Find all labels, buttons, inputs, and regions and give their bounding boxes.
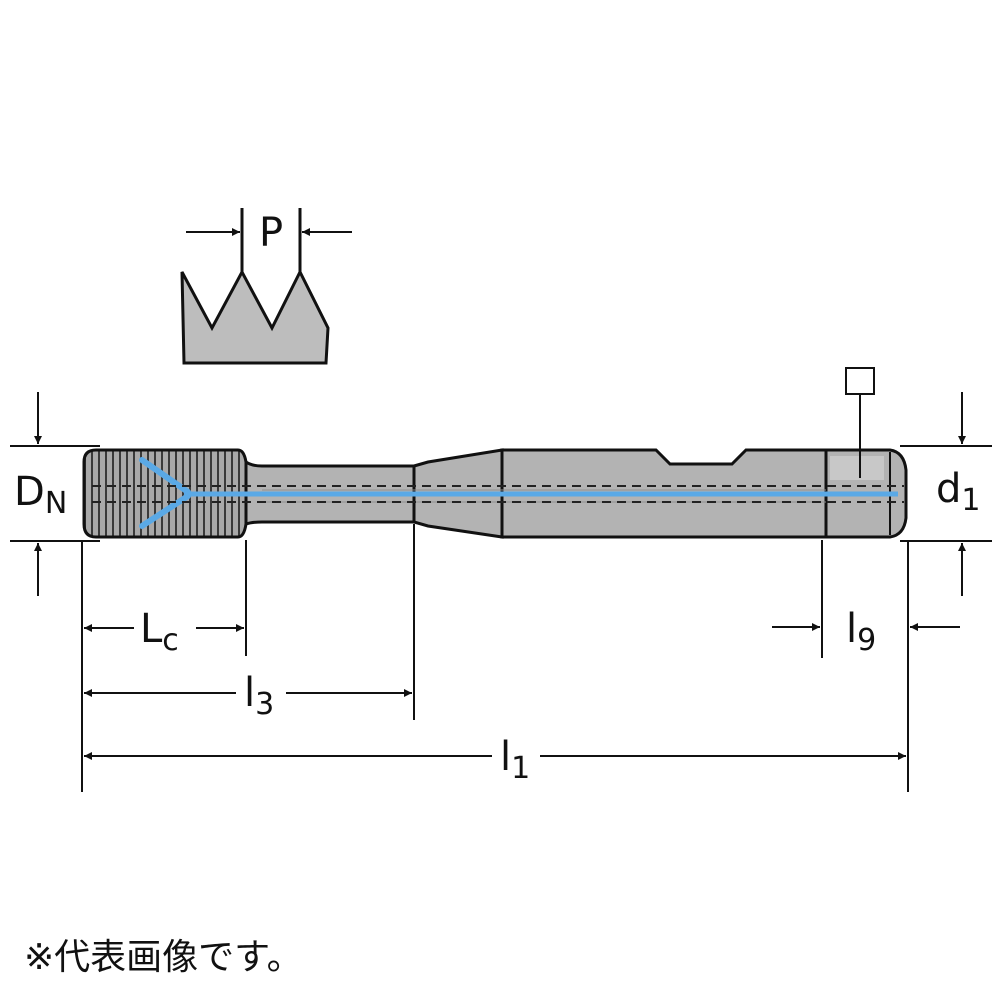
shank-diameter-dimension: d1 — [900, 392, 992, 596]
nominal-diameter-dimension: DN — [10, 392, 100, 596]
l9-label-main: l — [846, 606, 857, 652]
square-flat-highlight — [830, 456, 884, 480]
neck-length-dimension: l3 — [84, 670, 412, 722]
square-length-dimension: l9 — [772, 606, 960, 658]
representative-image-note: ※代表画像です。 — [24, 937, 303, 978]
l3-label-main: l — [244, 670, 255, 716]
d1-label-main: d — [936, 466, 961, 512]
threaded-section — [82, 448, 248, 539]
thread-profile — [180, 268, 330, 365]
d1-label-sub: 1 — [961, 483, 980, 518]
lc-label-main: L — [140, 606, 163, 652]
overall-length-dimension: l1 — [84, 734, 906, 786]
l1-label-sub: 1 — [511, 751, 530, 786]
square-icon — [845, 367, 875, 395]
chamfer-length-dimension: Lc — [84, 606, 244, 658]
thread-profile-detail: P — [180, 208, 352, 365]
coolant-channel — [92, 457, 904, 529]
l3-label: l3 — [244, 670, 274, 722]
square-symbol — [845, 367, 875, 478]
pitch-label: P — [259, 210, 283, 256]
coolant-branch-upper — [139, 457, 191, 495]
lc-label-sub: c — [162, 623, 179, 658]
lc-label: Lc — [140, 606, 179, 658]
d1-label: d1 — [936, 466, 980, 518]
dn-label: DN — [14, 469, 67, 521]
coolant-branch-lower — [139, 493, 191, 529]
l1-label: l1 — [500, 734, 530, 786]
dn-label-main: D — [14, 469, 45, 515]
dn-label-sub: N — [45, 486, 67, 521]
l1-label-main: l — [500, 734, 511, 780]
l9-label-sub: 9 — [857, 623, 876, 658]
l9-label: l9 — [846, 606, 876, 658]
l3-label-sub: 3 — [255, 687, 274, 722]
